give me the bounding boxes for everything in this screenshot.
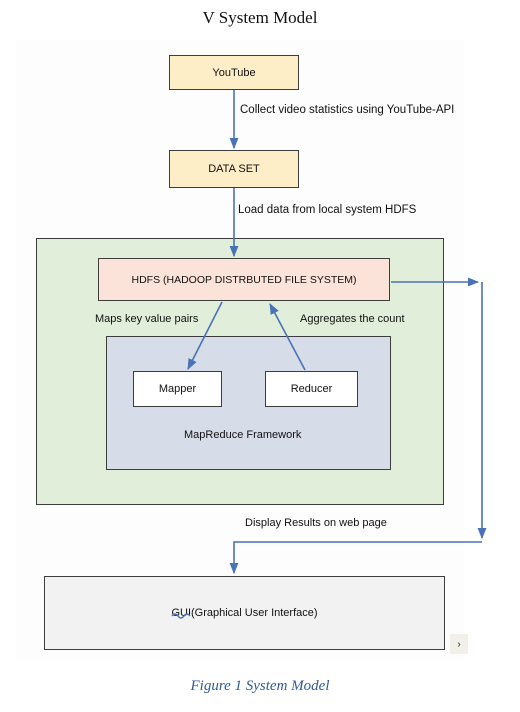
edge-label-maps: Maps key value pairs — [95, 313, 199, 325]
reducer-node-label: Reducer — [290, 383, 333, 395]
page-heading: V System Model — [202, 8, 318, 27]
edge-label-display: Display Results on web page — [245, 517, 387, 529]
edge-label-aggregates: Aggregates the count — [300, 313, 405, 325]
mapper-node-label: Mapper — [158, 383, 197, 395]
hdfs-node-label: HDFS (HADOOP DISTRBUTED FILE SYSTEM) — [131, 273, 357, 286]
edge-label-load: Load data from local system HDFS — [238, 204, 417, 216]
youtube-node-label: YouTube — [212, 66, 256, 79]
mapper-node: Mapper — [133, 371, 222, 407]
hdfs-node: HDFS (HADOOP DISTRBUTED FILE SYSTEM) — [98, 258, 390, 301]
dataset-node-label: DATA SET — [208, 163, 260, 175]
gui-node: GUI(Graphical User Interface) — [44, 576, 445, 650]
figure-caption: Figure 1 System Model — [190, 678, 330, 694]
reducer-node: Reducer — [265, 371, 358, 407]
edge-label-collect: Collect video statistics using YouTube-A… — [240, 104, 455, 116]
dataset-node: DATA SET — [169, 150, 299, 188]
youtube-node: YouTube — [169, 55, 299, 90]
gui-node-label: GUI(Graphical User Interface) — [171, 607, 318, 619]
mapreduce-framework-label: MapReduce Framework — [184, 429, 302, 441]
corner-mark: › — [450, 634, 468, 654]
